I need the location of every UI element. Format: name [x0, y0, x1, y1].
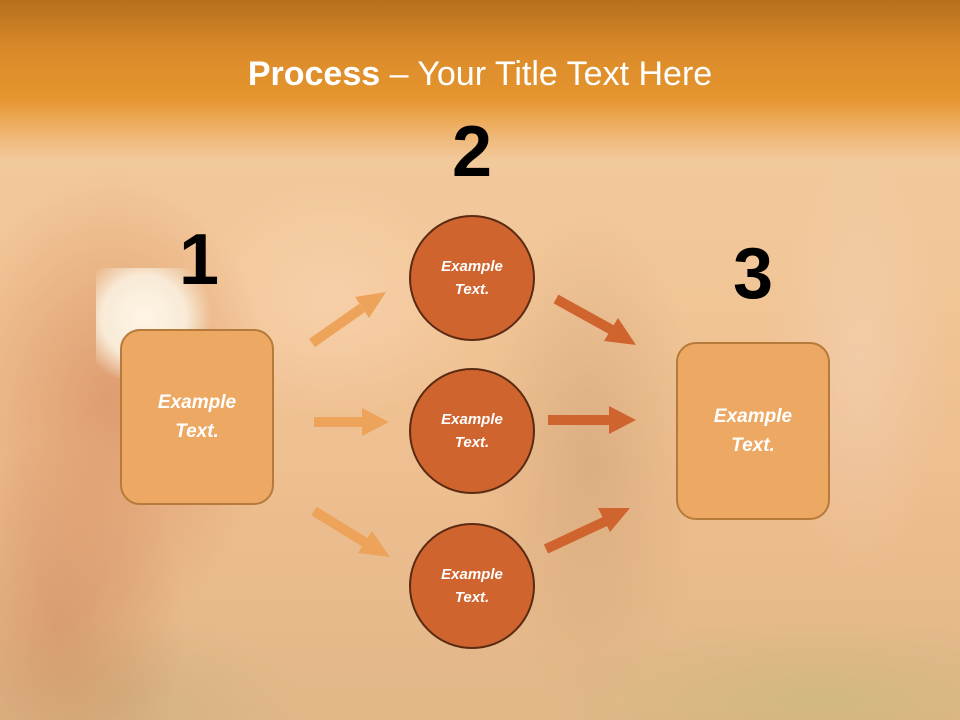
step-1-box[interactable]: Example Text.	[120, 329, 274, 505]
step-2-circle-top[interactable]: Example Text.	[409, 215, 535, 341]
title-rest: – Your Title Text Here	[380, 55, 713, 93]
step-number-1: 1	[178, 220, 220, 300]
step-3-text: Example Text.	[713, 406, 793, 456]
slide-title: Process – Your Title Text Here	[0, 52, 960, 96]
step-2-circle-bottom[interactable]: Example Text.	[409, 523, 535, 649]
title-bold: Process	[247, 55, 381, 93]
step-number-2: 2	[451, 112, 493, 192]
step-2-circle-bottom-text: Example Text.	[441, 566, 503, 606]
step-2-circle-top-text: Example Text.	[441, 258, 503, 298]
title-band	[0, 0, 960, 160]
step-number-3: 3	[732, 234, 774, 314]
step-2-circle-middle[interactable]: Example Text.	[409, 368, 535, 494]
step-3-box[interactable]: Example Text.	[676, 342, 830, 520]
step-2-circle-middle-text: Example Text.	[441, 411, 503, 451]
step-1-text: Example Text.	[157, 392, 237, 442]
